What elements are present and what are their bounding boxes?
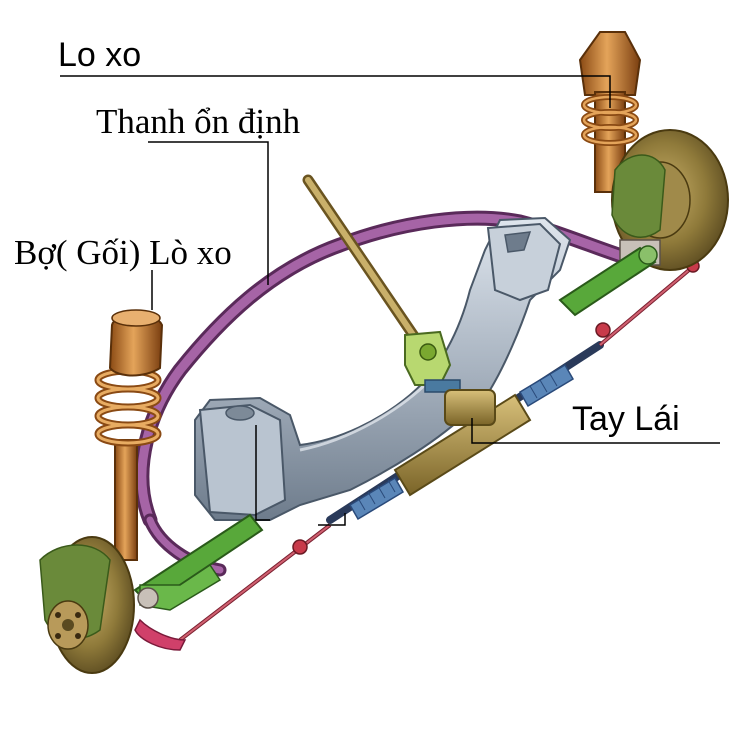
- right-wheel-hub: [611, 129, 729, 271]
- steering-column: [302, 174, 461, 393]
- label-spring-seat: Bợ( Gối) Lò xo: [14, 233, 232, 272]
- left-control-arm: [133, 513, 264, 651]
- label-spring: Lo xo: [58, 36, 142, 74]
- steering-rack: [326, 341, 604, 524]
- label-steering-arm: Tay Lái: [572, 400, 680, 438]
- left-wheel-hub: [39, 536, 135, 674]
- right-control-arm: [558, 245, 658, 317]
- leader-thanh-on-dinh: [148, 141, 269, 285]
- leader-lines: [60, 75, 720, 526]
- label-stabilizer-bar: Thanh ổn định: [96, 102, 301, 141]
- leader-lo-xo: [60, 75, 611, 108]
- subframe: [194, 216, 572, 521]
- leader-tay-lai: [471, 418, 720, 444]
- left-strut-assembly: [94, 309, 164, 561]
